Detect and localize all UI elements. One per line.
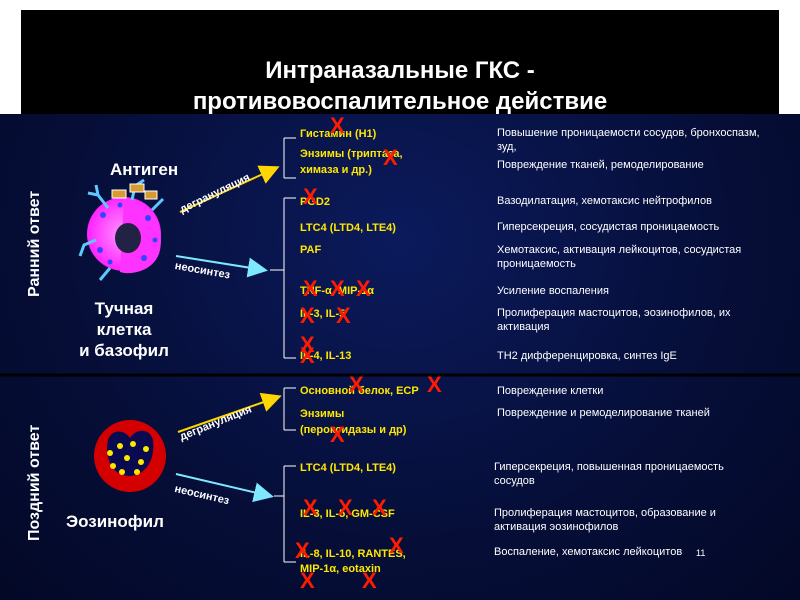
antigen-label: Антиген bbox=[110, 160, 179, 179]
x-mark: X bbox=[295, 538, 310, 563]
x-mark: X bbox=[356, 276, 371, 301]
title-line-1: Интраназальные ГКС - bbox=[265, 57, 535, 84]
mediator-tnf: TNF-α, MIP-1α bbox=[300, 285, 375, 297]
effect-major-basic-protein: Повреждение клетки bbox=[497, 385, 604, 397]
late-brackets bbox=[274, 387, 296, 563]
eosinophil-label: Эозинофил bbox=[66, 512, 164, 531]
mediator-enzymes-1: Энзимы (триптаза, bbox=[300, 148, 403, 160]
x-mark: X bbox=[338, 495, 353, 520]
mediator-histamine: Гистамин (H1) bbox=[300, 128, 377, 140]
x-mark: X bbox=[336, 303, 351, 328]
x-mark: X bbox=[303, 495, 318, 520]
effect-histamine: Повышение проницаемости сосудов, бронхос… bbox=[497, 127, 760, 153]
mediator-il4-il13: IL-4, IL-13 bbox=[300, 350, 352, 362]
mediator-il3-il5-early: IL-3, IL-5 bbox=[300, 308, 346, 320]
x-mark: X bbox=[383, 145, 398, 170]
mediator-il8-group-2: MIP-1α, eotaxin bbox=[300, 563, 381, 575]
effect-il3-il5-early: Пролиферация мастоцитов, эозинофилов, их… bbox=[497, 307, 731, 333]
mediator-pgd2: PGD2 bbox=[300, 196, 330, 208]
mediator-ltc4-early: LTC4 (LTD4, LTE4) bbox=[300, 222, 396, 234]
early-response-label: Ранний ответ bbox=[26, 190, 43, 297]
x-mark: X bbox=[300, 332, 315, 357]
effect-il3-il5-gmcsf: Пролиферация мастоцитов, образование и а… bbox=[494, 507, 716, 533]
mediator-enzymes-2b: (пероксидазы и др) bbox=[300, 424, 407, 436]
x-mark: X bbox=[330, 276, 345, 301]
x-mark: X bbox=[300, 343, 315, 368]
early-brackets bbox=[270, 137, 296, 359]
effect-il8-group: Воспаление, хемотаксис лейкоцитов bbox=[494, 546, 683, 558]
mast-cell bbox=[78, 178, 165, 281]
x-mark: X bbox=[372, 495, 387, 520]
page-number: 11 bbox=[696, 548, 706, 558]
x-mark: X bbox=[330, 422, 345, 447]
effect-enzymes-2: Повреждение и ремоделирование тканей bbox=[497, 407, 710, 419]
mediator-il8-group-1: IL-8, IL-10, RANTES, bbox=[300, 548, 406, 560]
effect-il4-il13: TH2 дифференцировка, синтез IgE bbox=[497, 350, 677, 362]
x-mark: X bbox=[303, 276, 318, 301]
mediator-enzymes-1b: химаза и др.) bbox=[300, 164, 372, 176]
effect-tnf: Усиление воспаления bbox=[497, 285, 609, 297]
early-neosynthesis-arrow bbox=[175, 255, 268, 278]
x-mark: X bbox=[349, 372, 364, 397]
late-degranulation-arrow bbox=[177, 392, 282, 433]
effect-pgd2: Вазодилатация, хемотаксис нейтрофилов bbox=[497, 195, 712, 207]
x-mark: X bbox=[389, 533, 404, 558]
effect-ltc4-early: Гиперсекреция, сосудистая проницаемость bbox=[497, 221, 720, 233]
mast-label-line-1: Тучная bbox=[94, 299, 154, 318]
x-mark: X bbox=[330, 113, 345, 138]
title-line-2: противовоспалительное действие bbox=[192, 88, 608, 115]
mast-label-line-2: клетка bbox=[96, 320, 152, 339]
eosinophil-cell bbox=[94, 420, 166, 492]
late-neosynthesis-arrow bbox=[175, 473, 274, 503]
mediator-ltc4-late: LTC4 (LTD4, LTE4) bbox=[300, 462, 396, 474]
x-mark: X bbox=[427, 372, 442, 397]
x-mark: X bbox=[303, 184, 318, 209]
title-panel: Интраназальные ГКС - противовоспалительн… bbox=[21, 10, 779, 115]
mast-label-line-3: и базофил bbox=[79, 341, 169, 360]
mediator-major-basic-protein: Основной белок, ECP bbox=[300, 385, 419, 397]
title-frame: Интраназальные ГКС - противовоспалительн… bbox=[0, 0, 800, 115]
x-mark: X bbox=[362, 568, 377, 593]
x-mark: X bbox=[300, 568, 315, 593]
late-response-label: Поздний ответ bbox=[26, 424, 43, 541]
effect-paf: Хемотаксис, активация лейкоцитов, сосуди… bbox=[497, 244, 742, 270]
mast-cell-label: Тучная клетка и базофил bbox=[64, 298, 184, 361]
x-mark: X bbox=[300, 303, 315, 328]
early-degranulation-arrow bbox=[179, 165, 280, 213]
mediator-enzymes-2: Энзимы bbox=[300, 408, 345, 420]
effect-ltc4-late: Гиперсекреция, повышенная проницаемость … bbox=[494, 461, 724, 487]
mediator-il3-il5-gmcsf: IL-3, IL-5, GM-CSF bbox=[300, 508, 395, 520]
effect-enzymes-1: Повреждение тканей, ремоделирование bbox=[497, 159, 704, 171]
mediator-paf: PAF bbox=[300, 244, 322, 256]
